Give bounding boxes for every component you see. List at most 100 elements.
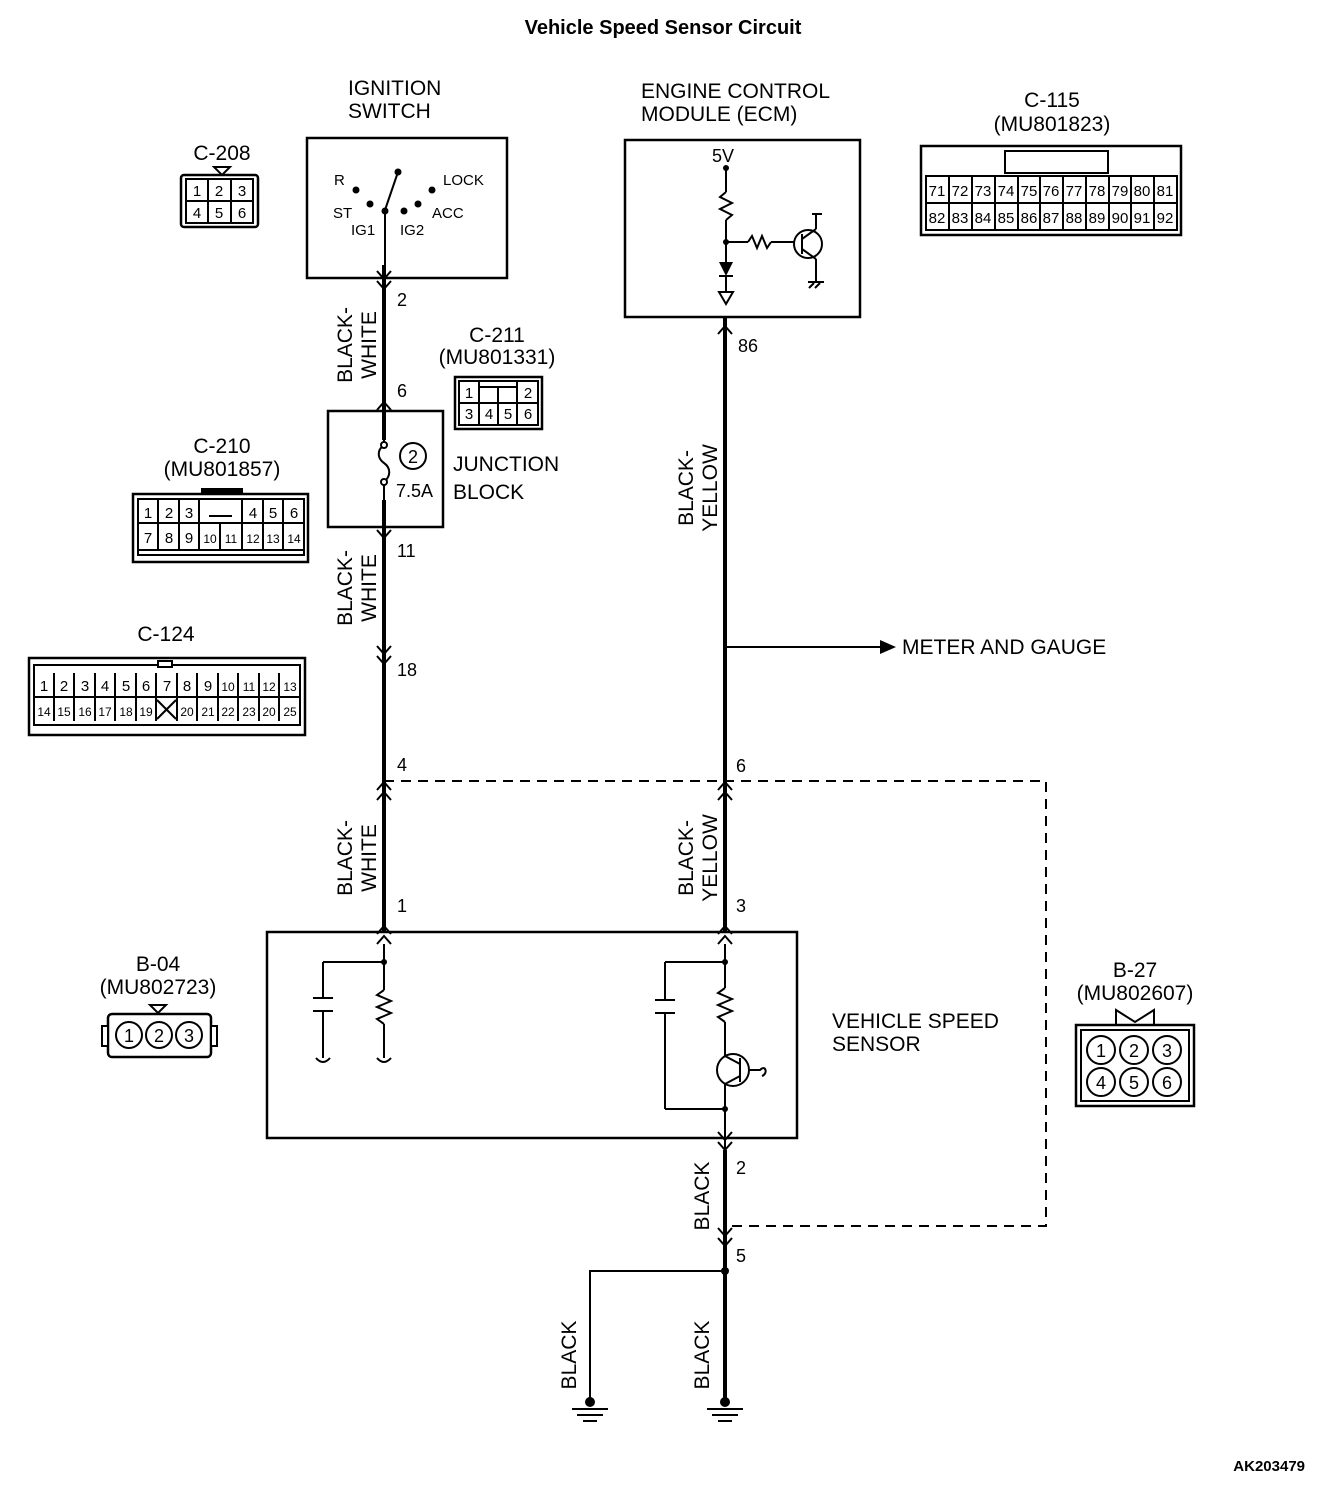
c124-pin: 17 (98, 705, 112, 719)
c124-pin: 21 (201, 705, 215, 719)
svg-text:WHITE: WHITE (358, 311, 381, 379)
wire-label-by-bottom: BLACK- YELLOW (675, 814, 722, 902)
pin-ground-splice: 5 (736, 1246, 746, 1266)
ecm-label-line2: MODULE (ECM) (641, 103, 797, 126)
shield-dashed-line (384, 780, 1047, 1227)
ecm-voltage: 5V (712, 146, 734, 166)
c115-pin: 88 (1066, 210, 1083, 227)
pin-sensor-2: 2 (736, 1158, 746, 1178)
c210-pin: 4 (249, 505, 257, 522)
c124-pin: 10 (221, 680, 235, 694)
pos-acc: ACC (432, 205, 464, 222)
svg-text:BLACK-: BLACK- (675, 450, 698, 526)
c115-part: (MU801823) (994, 113, 1111, 136)
c210-pin: 10 (203, 532, 217, 546)
pos-r: R (334, 172, 345, 189)
ecm-transistor (793, 229, 823, 259)
pos-ig1: IG1 (351, 222, 375, 239)
c124-pin: 2 (60, 678, 68, 695)
c124-pin: 15 (57, 705, 71, 719)
c115-pin: 91 (1134, 210, 1151, 227)
ecm: ENGINE CONTROL MODULE (ECM) 5V (623, 80, 862, 319)
c210-name: C-210 (193, 435, 250, 458)
c115-pin: 86 (1021, 210, 1038, 227)
c208-pin: 6 (238, 205, 246, 222)
b04-part: (MU802723) (100, 976, 217, 999)
ecm-box (623, 138, 862, 319)
c210-pin: 8 (165, 530, 173, 547)
c210-pin: 6 (290, 505, 298, 522)
junction-block-label-line1: JUNCTION (453, 453, 559, 476)
b04-pin: 3 (184, 1026, 194, 1046)
c124-pin: 8 (183, 678, 191, 695)
ground-symbol-left (572, 1397, 608, 1422)
ignition-switch-label-line2: SWITCH (348, 100, 431, 123)
c124-pin: 9 (204, 678, 212, 695)
c211-pin: 5 (504, 406, 512, 423)
pin-c124: 18 (397, 660, 417, 680)
connector-b04: B-04 (MU802723) 1 2 3 (100, 953, 218, 1059)
pin-ecm-out: 86 (738, 336, 758, 356)
c124-pin: 20 (180, 705, 194, 719)
c115-pin: 74 (998, 183, 1015, 200)
svg-text:BLACK-: BLACK- (334, 820, 357, 896)
b27-part: (MU802607) (1077, 982, 1194, 1005)
c210-pin: 12 (246, 532, 260, 546)
c210-pin: 14 (287, 532, 301, 546)
c210-pin: 3 (185, 505, 193, 522)
c115-pin: 89 (1089, 210, 1106, 227)
c124-pin: 12 (262, 680, 276, 694)
pin-jb-in: 6 (397, 381, 407, 401)
c124-pin: 7 (163, 678, 171, 695)
c115-pin: 73 (975, 183, 992, 200)
connector-c208: C-208 1 2 3 4 5 6 (179, 142, 260, 229)
b27-pin: 2 (1129, 1041, 1139, 1061)
ground-symbol-right (707, 1397, 743, 1422)
svg-text:BLACK: BLACK (558, 1321, 581, 1390)
c208-pin: 4 (193, 205, 201, 222)
c124-pin: 25 (283, 705, 297, 719)
wire-label-black-mid: BLACK (691, 1162, 714, 1231)
svg-text:WHITE: WHITE (358, 554, 381, 622)
junction-block-label-line2: BLOCK (453, 481, 524, 504)
c115-pin: 77 (1066, 183, 1083, 200)
c124-pin: 1 (40, 678, 48, 695)
wire-label-bw-top: BLACK- WHITE (334, 307, 381, 383)
ignition-switch-label-line1: IGNITION (348, 77, 441, 100)
connector-c124: C-124 1 2 3 4 5 6 7 8 9 10 1 (27, 623, 307, 737)
c115-pin: 78 (1089, 183, 1106, 200)
b04-name: B-04 (136, 953, 181, 976)
c124-pin: 14 (37, 705, 51, 719)
wire-label-bw-bottom: BLACK- WHITE (334, 820, 381, 896)
svg-text:YELLOW: YELLOW (699, 814, 722, 902)
c211-pin: 2 (524, 385, 532, 402)
sensor-label-line2: SENSOR (832, 1033, 921, 1056)
ignition-switch-box (305, 136, 509, 280)
c115-pin: 84 (975, 210, 992, 227)
c124-pin: 3 (81, 678, 89, 695)
c208-pin: 3 (238, 183, 246, 200)
c211-part: (MU801331) (439, 346, 556, 369)
svg-text:BLACK: BLACK (691, 1321, 714, 1390)
c208-pin: 1 (193, 183, 201, 200)
svg-text:BLACK: BLACK (691, 1162, 714, 1231)
c115-pin: 81 (1157, 183, 1174, 200)
c124-pin: 6 (142, 678, 150, 695)
c210-pin: 9 (185, 530, 193, 547)
ignition-switch: IGNITION SWITCH R ST IG1 IG2 LOCK ACC (305, 77, 509, 280)
pos-lock: LOCK (443, 172, 484, 189)
c124-pin: 19 (139, 705, 153, 719)
diagram-title: Vehicle Speed Sensor Circuit (525, 17, 802, 39)
connector-c211: C-211 (MU801331) 1 2 3 4 5 6 (439, 324, 556, 431)
svg-text:BLACK-: BLACK- (675, 820, 698, 896)
wire-label-by-top: BLACK- YELLOW (675, 444, 722, 532)
c124-pin: 13 (283, 680, 297, 694)
c210-pin: 11 (225, 532, 238, 546)
pin-jb-out: 11 (397, 541, 416, 561)
pin-bw-left: 4 (397, 755, 407, 775)
c208-pin: 5 (215, 205, 223, 222)
svg-text:BLACK-: BLACK- (334, 550, 357, 626)
c115-name: C-115 (1024, 89, 1080, 112)
sensor-box (265, 930, 799, 1140)
